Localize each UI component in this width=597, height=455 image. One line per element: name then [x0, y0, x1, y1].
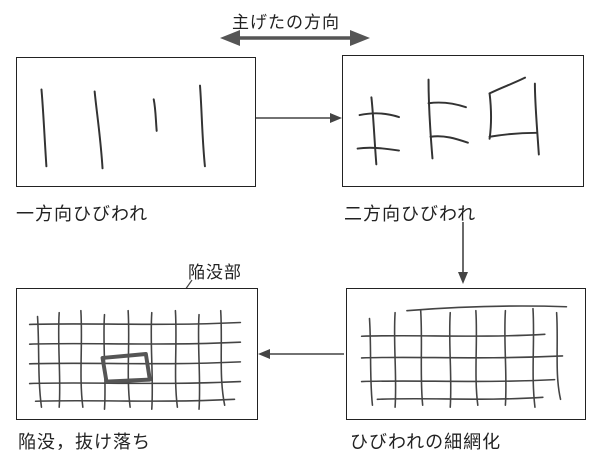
caption-stage2: 二方向ひびわれ — [344, 204, 477, 225]
collapse-drawing — [28, 309, 242, 410]
panel-collapse — [16, 288, 258, 420]
girder-direction-label: 主げたの方向 — [232, 13, 340, 33]
panel-two-directional-cracks — [342, 55, 584, 187]
panel-crack-network — [346, 288, 586, 420]
arrow-stage2-to-stage3 — [458, 222, 468, 284]
arrow-stage3-to-stage4 — [258, 349, 344, 359]
caption-stage4: 陥没，抜け落ち — [18, 432, 151, 453]
caption-stage3: ひびわれの細網化 — [350, 432, 502, 453]
callout-collapsed-part: 陥没部 — [188, 263, 242, 283]
two-directional-crack-drawing — [356, 76, 540, 166]
caption-stage1: 一方向ひびわれ — [16, 204, 149, 225]
panel-one-directional-cracks — [16, 57, 256, 187]
arrow-stage1-to-stage2 — [256, 113, 342, 123]
crack-network-drawing — [360, 305, 568, 408]
one-directional-crack-drawing — [40, 84, 206, 170]
